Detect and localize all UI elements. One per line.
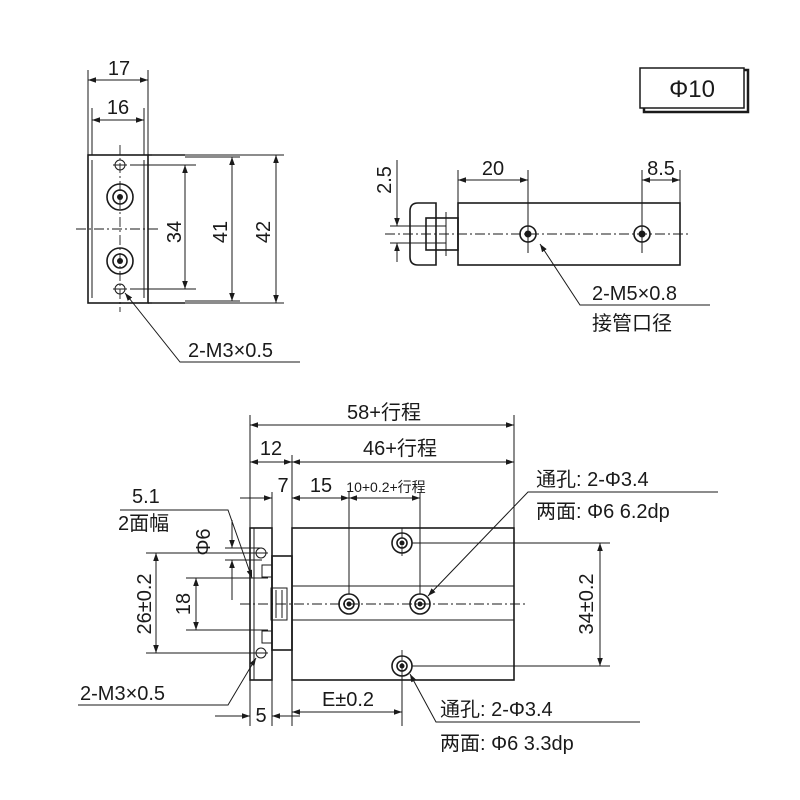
dim-2-flats: 2面幅 [118,512,169,535]
dim-16: 16 [107,97,129,119]
plate-hole-bottom [254,647,268,659]
dim-2-5: 2.5 [374,166,396,194]
side-port-sublabel: 接管口径 [592,312,672,335]
dim-5: 5 [255,705,266,727]
plate-hole-top [254,547,268,559]
dim-5-1: 5.1 [132,486,160,508]
hole-top-label-1: 通孔: 2-Φ3.4 [536,468,649,491]
dim-58-stroke: 58+行程 [347,401,421,424]
dim-20: 20 [482,158,504,180]
end-thread-label: 2-M3×0.5 [188,340,273,362]
dim-26: 26±0.2 [134,573,156,634]
dim-34: 34±0.2 [576,573,598,634]
dim-8-5: 8.5 [647,158,675,180]
dim-15: 15 [310,475,332,497]
dim-17: 17 [108,58,130,80]
side-port-1 [519,215,537,253]
dim-phi6: Φ6 [193,528,215,555]
dim-e: E±0.2 [322,689,374,711]
dim-stroke-small: 10+0.2+行程 [346,479,425,495]
size-badge: Φ10 [639,67,750,114]
dim-42: 42 [253,221,275,243]
dim-7: 7 [277,475,288,497]
hole-top-label-2: 两面: Φ6 6.2dp [536,501,670,523]
end-view: 17 16 34 41 42 2-M3×0.5 [76,58,300,363]
hole-bottom-label-2: 两面: Φ6 3.3dp [440,733,574,755]
body-hole-top [391,528,413,558]
dim-34: 34 [164,221,186,243]
dim-18: 18 [173,593,195,615]
side-port-label: 2-M5×0.8 [592,283,677,305]
side-view: 20 8.5 2.5 2-M5×0.8 接管口径 [374,158,710,335]
hole-bottom-label-1: 通孔: 2-Φ3.4 [440,698,553,721]
dim-12: 12 [260,438,282,460]
dim-41: 41 [210,221,232,243]
body-hole-bottom [391,650,413,680]
main-view: 58+行程 46+行程 12 7 15 10+0.2+行程 5.1 2面幅 Φ6… [78,401,718,755]
side-port-2 [633,208,651,253]
dim-46-stroke: 46+行程 [363,437,437,460]
badge-text: Φ10 [669,76,715,103]
main-thread-label: 2-M3×0.5 [80,683,165,705]
